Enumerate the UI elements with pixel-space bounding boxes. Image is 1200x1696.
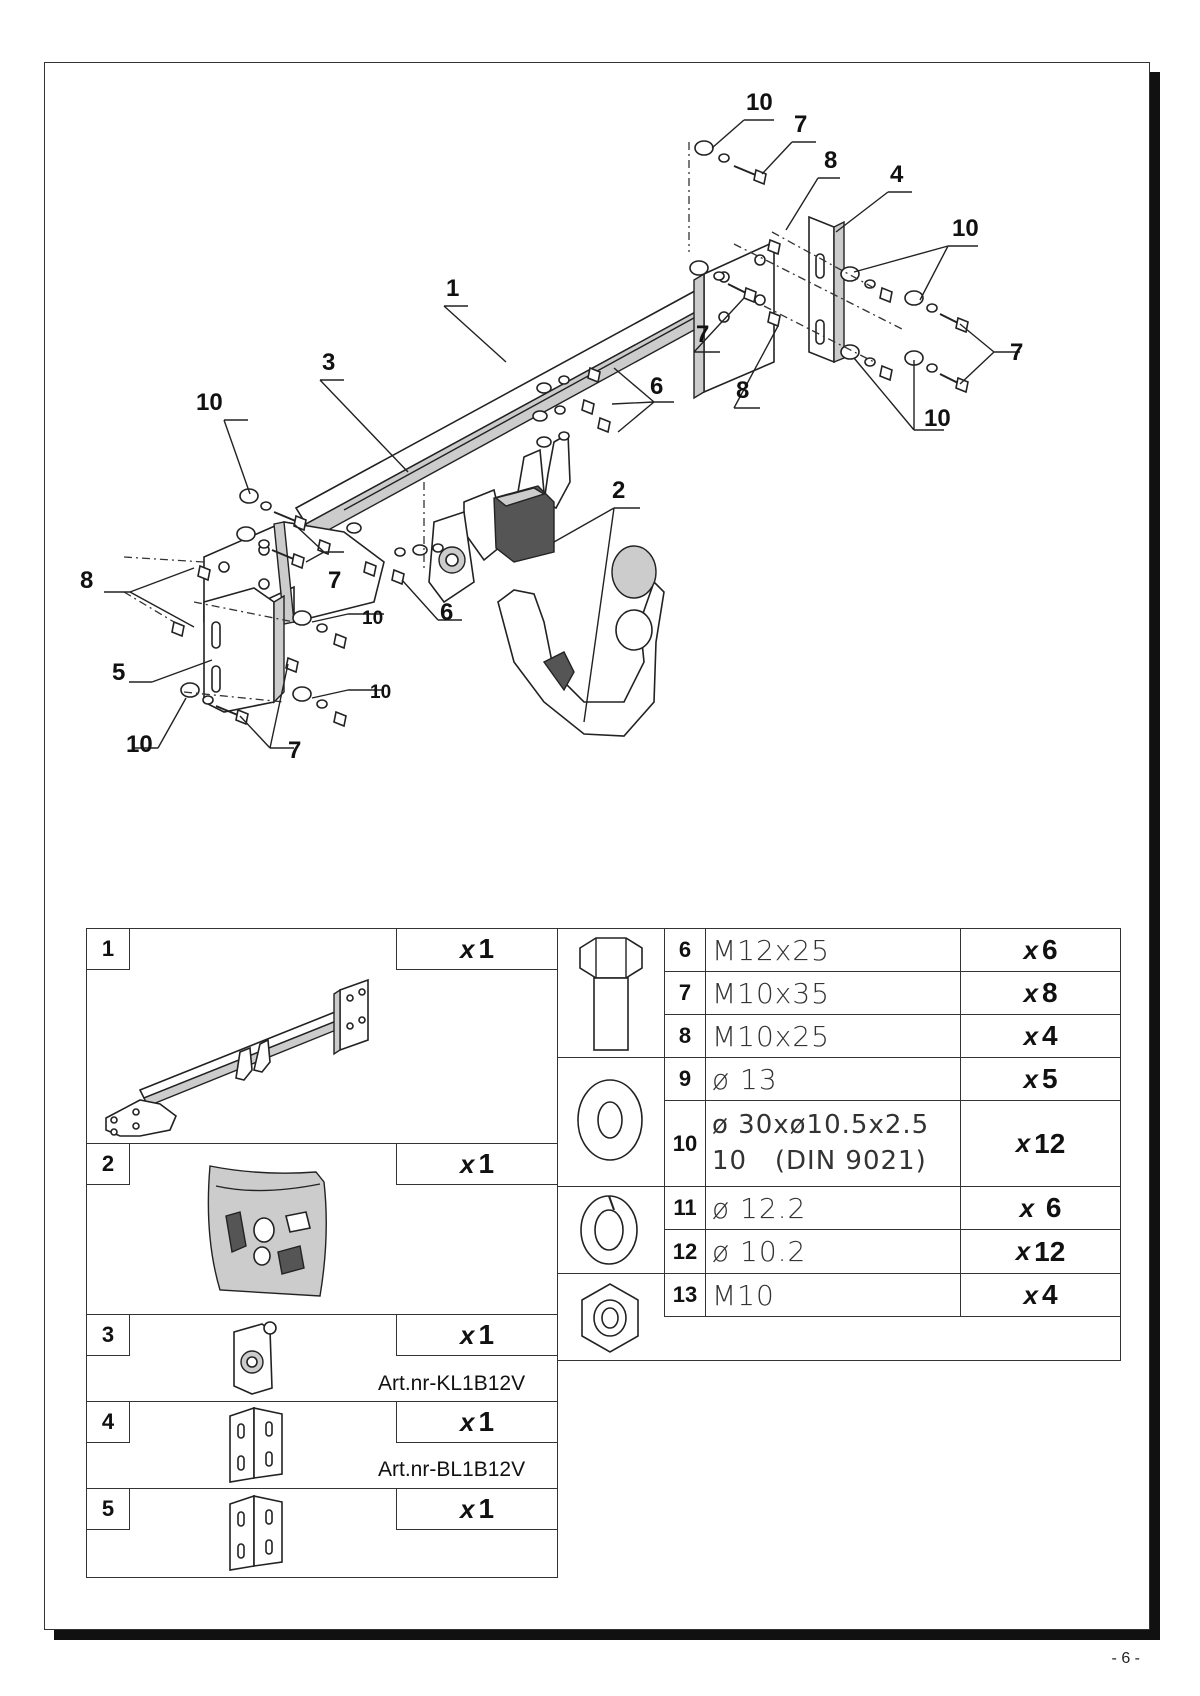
callout-7: 7 [696,321,709,348]
hardware-quantity: x 6 [960,1186,1121,1230]
bracket-4-thumbnail [229,1406,283,1483]
hardware-number: 9 [664,1057,706,1101]
hardware-spec: M10x35 [705,971,961,1015]
callout-1: 1 [446,275,459,302]
part-number: 5 [86,1488,130,1530]
callout-6: 6 [650,373,663,400]
hex-nut-icon [581,1283,639,1353]
hardware-spec: M12x25 [705,928,961,972]
hardware-number: 7 [664,971,706,1015]
callout-7: 7 [794,111,807,138]
washer-group-right-upper [840,266,969,334]
part-number: 1 [86,928,130,970]
callout-10: 10 [370,682,391,703]
bracket-part-5 [203,587,285,713]
callout-10: 10 [126,731,153,758]
article-number: Art.nr-BL1B12V [378,1458,526,1481]
bolt-group-left [171,488,347,728]
callout-7: 7 [1010,339,1023,366]
callout-10: 10 [924,405,951,432]
part-number: 4 [86,1401,130,1443]
article-number: Art.nr-KL1B12V [378,1372,526,1395]
hardware-number: 12 [664,1229,706,1274]
towball-kit-thumbnail [207,1165,327,1297]
fasteners [123,140,969,728]
flat-washer-icon [577,1079,643,1161]
hardware-number: 10 [664,1100,706,1187]
callout-6: 6 [440,599,453,626]
callout-labels: 10 7 8 4 10 1 3 10 6 2 7 8 7 10 7 8 6 5 … [80,89,1023,764]
callout-8: 8 [80,567,93,594]
callout-10: 10 [196,389,223,416]
washer-group-right-lower [689,238,969,394]
callout-8: 8 [824,147,837,174]
callout-2: 2 [612,477,625,504]
socket-plate-part-3 [428,510,475,604]
callout-4: 4 [890,161,904,188]
hardware-spec: ø 13 [705,1057,961,1101]
hardware-spec-line: 10 (DIN 9021) [712,1146,927,1176]
hardware-spec: M10x25 [705,1014,961,1058]
callout-10: 10 [362,608,383,629]
hardware-spec: ø 10.2 [705,1229,961,1274]
callout-10: 10 [952,215,979,242]
washer-group-top [694,140,767,186]
hardware-spec: ø 12.2 [705,1186,961,1230]
callout-3: 3 [322,349,335,376]
callout-8: 8 [736,377,749,404]
page-number: - 6 - [1111,1650,1140,1667]
towball-part-2 [493,485,665,737]
callout-7: 7 [328,567,341,594]
crossbar-part-1 [203,240,775,633]
callout-7: 7 [288,737,301,764]
callout-5: 5 [112,659,125,686]
crossbar-thumbnail [105,978,369,1137]
hex-bolt-icon [579,937,643,1051]
hardware-number: 11 [664,1186,706,1230]
part-number: 3 [86,1314,130,1356]
socket-plate-thumbnail [233,1321,277,1395]
bolt-group-6 [317,366,611,586]
bracket-5-thumbnail [229,1494,283,1571]
callout-10: 10 [746,89,773,116]
leader-lines [104,119,1020,749]
lock-washer-icon [580,1195,638,1265]
part-number: 2 [86,1143,130,1185]
hardware-number: 8 [664,1014,706,1058]
hardware-spec: ø 30xø10.5x2.5 10 (DIN 9021) [705,1100,961,1187]
hardware-spec: M10 [705,1273,961,1317]
bracket-part-4 [808,215,845,364]
hardware-number: 6 [664,928,706,972]
hardware-spec-line: ø 30xø10.5x2.5 [712,1110,930,1140]
exploded-assembly-drawing: 10 7 8 4 10 1 3 10 6 2 7 8 7 10 7 8 6 5 … [80,89,1023,764]
hardware-number: 13 [664,1273,706,1317]
